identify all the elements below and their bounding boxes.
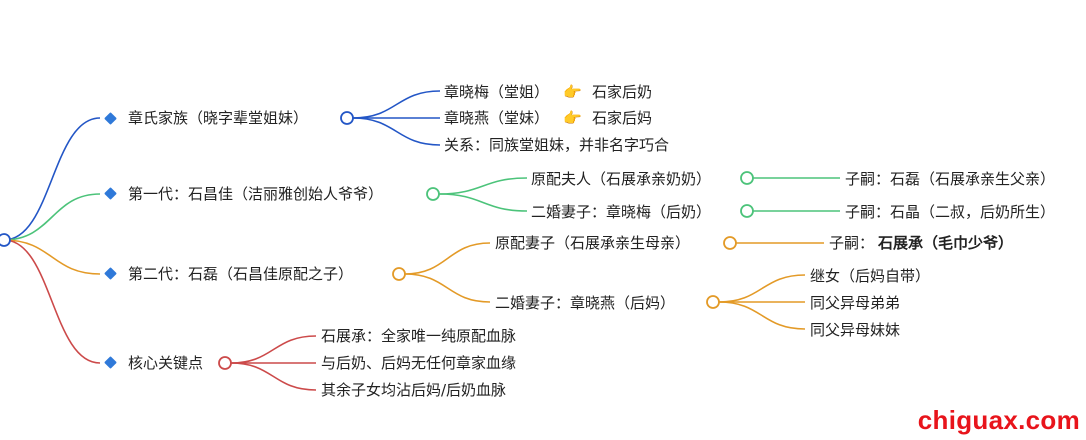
pointing-hand-icon: 👉 bbox=[563, 109, 582, 127]
branch2-connector bbox=[438, 177, 528, 195]
branch3-node[interactable] bbox=[392, 267, 406, 281]
branch2-child-2: 子嗣：石晶（二叔，后奶所生） bbox=[845, 203, 1056, 221]
root-node[interactable] bbox=[0, 233, 11, 247]
branch1-node[interactable] bbox=[340, 111, 354, 125]
pointing-hand-icon: 👉 bbox=[563, 83, 582, 101]
branch3-connector bbox=[404, 273, 491, 303]
branch3-child-name: 石展承（毛巾少爷） bbox=[878, 234, 1014, 252]
branch4-item-1: 石展承：全家唯一纯原配血脉 bbox=[321, 327, 517, 345]
branch1-label: 章氏家族（晓字辈堂姐妹） bbox=[128, 109, 309, 127]
branch1-item-2: 章晓燕（堂妹） bbox=[444, 109, 550, 127]
root-connector-branch4 bbox=[3, 239, 101, 364]
branch3-item-2: 二婚妻子：章晓燕（后妈） bbox=[495, 294, 676, 312]
branch4-item-3: 其余子女均沾后妈/后奶血脉 bbox=[321, 381, 507, 399]
branch3-grandchild-connector bbox=[718, 301, 806, 330]
root-connector-branch2 bbox=[3, 193, 101, 241]
branch1-item-1: 章晓梅（堂姐） bbox=[444, 83, 550, 101]
branch1-connector bbox=[352, 90, 441, 119]
branch4-item-2: 与后奶、后妈无任何章家血缘 bbox=[321, 354, 517, 372]
branch3-item2-node[interactable] bbox=[706, 295, 720, 309]
branch3-item-1: 原配妻子（石展承亲生母亲） bbox=[495, 234, 691, 252]
branch3-child-prefix: 子嗣： bbox=[829, 234, 875, 252]
branch1-note-2: 石家后妈 bbox=[592, 109, 653, 127]
branch4-connector bbox=[230, 335, 317, 364]
branch4-node[interactable] bbox=[218, 356, 232, 370]
branch3-item1-node[interactable] bbox=[723, 236, 737, 250]
branch2-item-2: 二婚妻子：章晓梅（后奶） bbox=[531, 203, 712, 221]
branch3-label: 第二代：石磊（石昌佳原配之子） bbox=[128, 265, 354, 283]
branch2-child-1: 子嗣：石磊（石展承亲生父亲） bbox=[845, 170, 1056, 188]
branch2-item-1: 原配夫人（石展承亲奶奶） bbox=[531, 170, 712, 188]
root-connector-branch3 bbox=[3, 239, 101, 275]
watermark: chiguax.com bbox=[917, 405, 1080, 435]
branch4-connector bbox=[230, 362, 317, 391]
branch4-label: 核心关键点 bbox=[128, 354, 204, 372]
root-connector-branch1 bbox=[3, 117, 101, 241]
branch2-label: 第一代：石昌佳（洁丽雅创始人爷爷） bbox=[128, 185, 384, 203]
branch1-item-3: 关系：同族堂姐妹，并非名字巧合 bbox=[444, 136, 670, 154]
branch2-node[interactable] bbox=[426, 187, 440, 201]
branch2-item1-node[interactable] bbox=[740, 171, 754, 185]
branch3-grandchild-1: 继女（后妈自带） bbox=[810, 267, 931, 285]
branch3-connector bbox=[404, 242, 491, 275]
branch2-connector bbox=[438, 193, 528, 212]
branch2-item2-node[interactable] bbox=[740, 204, 754, 218]
branch3-grandchild-2: 同父异母弟弟 bbox=[810, 294, 901, 312]
branch3-grandchild-connector bbox=[718, 274, 806, 303]
branch3-grandchild-3: 同父异母妹妹 bbox=[810, 321, 901, 339]
branch1-note-1: 石家后奶 bbox=[592, 83, 653, 101]
branch1-connector bbox=[352, 117, 441, 146]
